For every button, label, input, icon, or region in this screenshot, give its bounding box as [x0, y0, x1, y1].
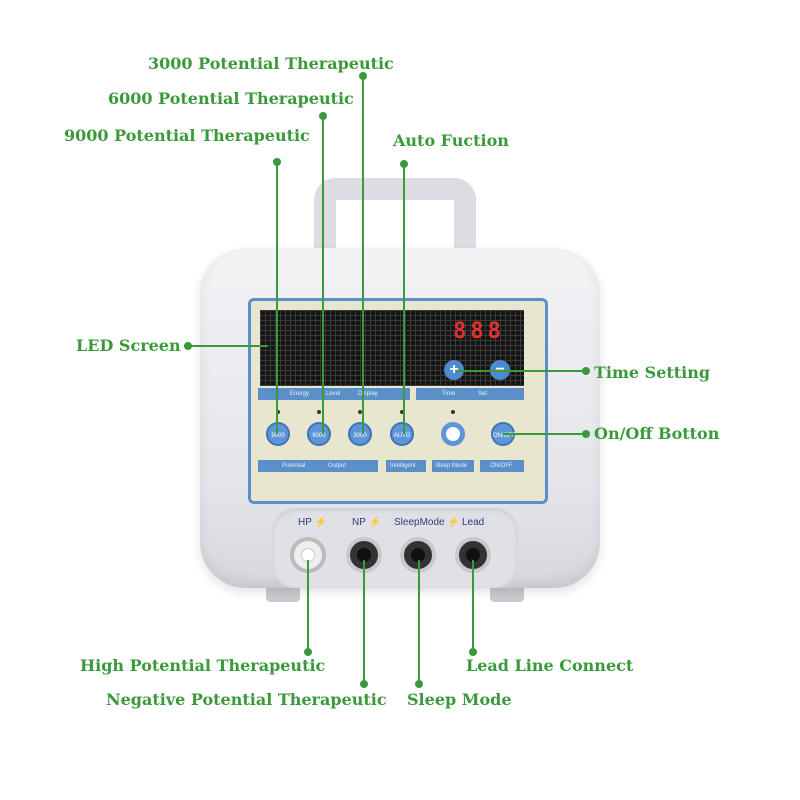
callout-line-6000 [322, 116, 324, 434]
time-label: Time [442, 391, 456, 397]
button-6000[interactable]: 6000 [307, 422, 331, 446]
callout-led-screen: LED Screen [76, 336, 181, 355]
time-label-bar: Time Set [416, 388, 524, 400]
callout-auto: Auto Fuction [393, 131, 509, 150]
callout-line-auto [403, 164, 405, 434]
button-9000[interactable]: 9000 [266, 422, 290, 446]
callout-dot-np [360, 680, 368, 688]
led-6000 [317, 410, 321, 414]
potential-output-bar: Potential Output [258, 460, 378, 472]
callout-line-lead [472, 560, 474, 652]
callout-3000: 3000 Potential Therapeutic [148, 54, 394, 73]
callout-dot-hp [304, 648, 312, 656]
hp-jack-label: HP ⚡ [298, 517, 327, 528]
callout-time-setting: Time Setting [594, 363, 711, 382]
output-label: Output [328, 463, 347, 469]
time-digits: 888 [453, 319, 505, 344]
callout-line-hp [307, 560, 309, 652]
sleep-mode-label: Sleep Mode [435, 463, 468, 469]
led-9000 [276, 410, 280, 414]
intelligent-bar: Intelligent [386, 460, 426, 472]
time-plus-button[interactable]: + [444, 360, 464, 380]
set-label: Set [478, 391, 488, 397]
callout-dot-sleep [415, 680, 423, 688]
callout-line-led [188, 345, 268, 347]
led-sleep [451, 410, 455, 414]
display-label-bar: Energy Level Display [258, 388, 410, 400]
button-auto[interactable]: AUTO [390, 422, 414, 446]
np-jack-label: NP ⚡ [352, 517, 381, 528]
callout-onoff: On/Off Botton [594, 424, 720, 443]
callout-line-sleep [418, 560, 420, 684]
callout-dot-onoff [582, 430, 590, 438]
led-screen [260, 310, 524, 386]
callout-sleep-mode: Sleep Mode [407, 690, 512, 709]
callout-line-np [363, 560, 365, 684]
callout-negative-potential: Negative Potential Therapeutic [106, 690, 387, 709]
led-3000 [358, 410, 362, 414]
callout-dot-auto [400, 160, 408, 168]
callout-high-potential: High Potential Therapeutic [80, 656, 326, 675]
bolt-icon: ⚡ [368, 517, 381, 528]
potential-label: Potential [282, 463, 306, 469]
energy-label: Energy [290, 391, 310, 397]
callout-9000: 9000 Potential Therapeutic [64, 126, 310, 145]
callout-6000: 6000 Potential Therapeutic [108, 89, 354, 108]
bolt-icon: ⚡ [447, 517, 460, 528]
sleepmode-jack-label: SleepMode ⚡ [394, 517, 460, 528]
callout-line-time [456, 370, 586, 372]
button-3000[interactable]: 3000 [348, 422, 372, 446]
level-label: Level [326, 391, 341, 397]
callout-line-9000 [276, 162, 278, 434]
onoff-bar: ON/OFF [480, 460, 524, 472]
callout-dot-9000 [273, 158, 281, 166]
callout-lead-line: Lead Line Connect [466, 656, 634, 675]
callout-dot-6000 [319, 112, 327, 120]
sleep-mode-button[interactable] [441, 422, 465, 446]
onoff-label: ON/OFF [490, 463, 513, 469]
lead-jack-label: Lead [462, 517, 485, 528]
callout-dot-3000 [359, 72, 367, 80]
intelligent-label: Intelligent [390, 463, 416, 469]
sleep-mode-bar: Sleep Mode [432, 460, 474, 472]
display-label: Display [358, 391, 378, 397]
bolt-icon: ⚡ [314, 517, 327, 528]
callout-line-onoff [503, 433, 586, 435]
callout-dot-lead [469, 648, 477, 656]
led-auto [400, 410, 404, 414]
callout-line-3000 [362, 76, 364, 434]
callout-dot-led [184, 342, 192, 350]
callout-dot-time [582, 367, 590, 375]
